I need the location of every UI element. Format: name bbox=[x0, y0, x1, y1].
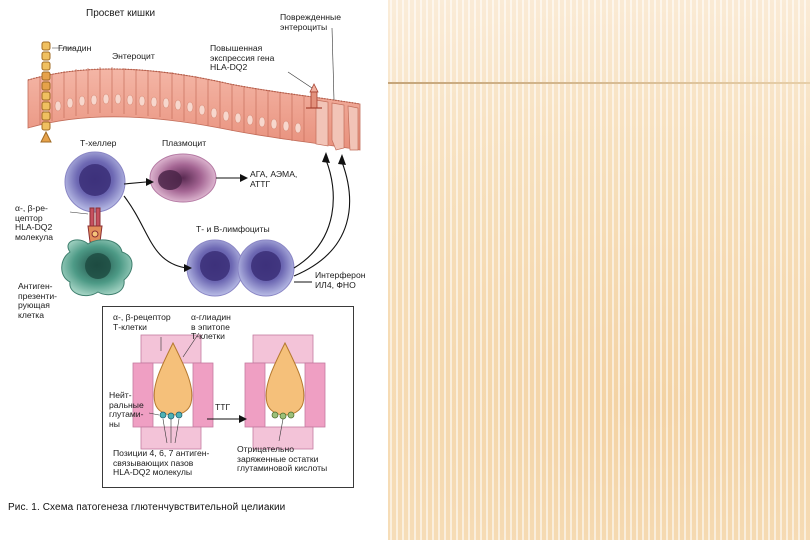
leader-lines bbox=[52, 27, 335, 215]
label-gliadin: Глиадин bbox=[58, 43, 92, 53]
inset-label-epitope: α-глиадин в эпитопе Т-клетки bbox=[191, 312, 231, 342]
pathway-arrows bbox=[123, 159, 351, 283]
figure-artwork bbox=[27, 27, 361, 297]
title-divider-line bbox=[388, 82, 810, 84]
label-t-b-lymphocytes: Т- и В-лимфоциты bbox=[196, 224, 270, 234]
arrow-heads bbox=[146, 152, 346, 272]
label-lumen: Просвет кишки bbox=[86, 8, 156, 19]
inset-label-negative-residues: Отрицательно заряженные остатки глутамин… bbox=[237, 444, 328, 474]
inset-label-ttg: ТТГ bbox=[215, 402, 231, 412]
label-hla-expression: Повышенная экспрессия гена HLA-DQ2 bbox=[210, 43, 275, 73]
label-interferon: Интерферон ИЛ4, ФНО bbox=[315, 270, 366, 290]
label-enterocyte: Энтероцит bbox=[112, 51, 155, 61]
inset-artwork bbox=[132, 332, 326, 450]
pathogenesis-figure: Просвет кишки Глиадин Энтероцит Поврежде… bbox=[0, 0, 388, 540]
label-damaged-enterocytes: Поврежденные энтероциты bbox=[280, 12, 341, 32]
inset-left-receptor bbox=[132, 334, 214, 450]
label-antibodies: АГА, АЭМА, АТТГ bbox=[250, 169, 298, 189]
inset-right-receptor bbox=[244, 334, 326, 450]
inset-label-positions: Позиции 4, 6, 7 антиген- связывающих паз… bbox=[113, 448, 210, 478]
antigen-presenting-cell bbox=[61, 239, 133, 297]
figure-caption: Рис. 1. Схема патогенеза глютенчувствите… bbox=[8, 502, 286, 513]
t-helper-cell bbox=[64, 151, 126, 213]
gliadin-molecule bbox=[40, 41, 52, 143]
label-receptor: α-, β-ре- цептор HLA-DQ2 молекула bbox=[15, 203, 54, 242]
inset-label-neutral-glutamines: Нейт- ральные глутами- ны bbox=[109, 390, 144, 429]
label-t-helper: Т-хеллер bbox=[80, 138, 117, 148]
inset-mechanism-panel: α-, β-рецептор Т-клетки α-глиадин в эпит… bbox=[102, 306, 354, 488]
inset-label-receptor: α-, β-рецептор Т-клетки bbox=[113, 312, 171, 332]
label-apc: Антиген- презенти- рующая клетка bbox=[18, 281, 57, 320]
plasmocyte-cell bbox=[149, 153, 217, 203]
hla-dq2-receptor bbox=[87, 207, 103, 243]
label-plasmocyte: Плазмоцит bbox=[162, 138, 207, 148]
t-b-lymphocytes bbox=[186, 239, 295, 297]
